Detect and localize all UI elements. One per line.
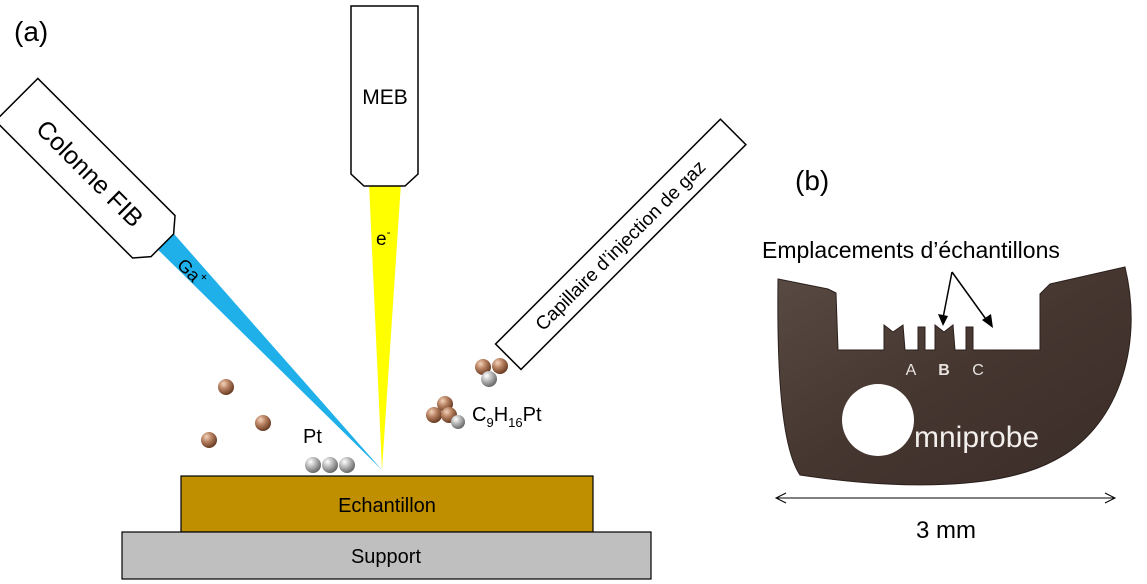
liftout-grid: A B C mniprobe <box>777 266 1132 486</box>
platinum-particle <box>322 457 338 473</box>
platinum-particle <box>339 457 355 473</box>
sample-label: Echantillon <box>338 495 436 517</box>
sem-column-label: MEB <box>362 86 408 109</box>
scale-label: 3 mm <box>916 517 976 544</box>
support-label: Support <box>351 546 421 568</box>
platinum-label: Pt <box>303 426 322 448</box>
platinum-particle <box>481 371 497 387</box>
fib-column: Colonne FIB <box>0 77 176 259</box>
slot-letter-a: A <box>906 362 917 379</box>
copper-particle <box>201 432 217 448</box>
particles <box>201 358 508 473</box>
sem-column: MEB <box>350 5 419 187</box>
copper-particle <box>492 358 508 374</box>
slot-letter-b: B <box>938 362 950 379</box>
platinum-particle <box>451 415 465 429</box>
electron-beam-label: e- <box>376 225 391 250</box>
copper-particle <box>255 415 271 431</box>
platinum-particle <box>305 457 321 473</box>
scale-bar <box>774 492 1117 504</box>
ion-beam <box>140 218 382 470</box>
copper-particle <box>475 359 491 375</box>
grid-brand-text: mniprobe <box>914 421 1039 454</box>
slot-pointer-arrows <box>938 271 993 328</box>
copper-particle <box>218 379 234 395</box>
gis-capillary: Capillaire d’injection de gaz <box>494 118 747 371</box>
grid-hole <box>842 384 914 456</box>
electron-beam <box>369 183 401 470</box>
gis-capillary-label: Capillaire d’injection de gaz <box>532 157 710 335</box>
sample-block: Echantillon <box>180 475 594 533</box>
support-block: Support <box>121 531 652 580</box>
slot-letter-c: C <box>972 362 984 379</box>
copper-particle <box>426 407 442 423</box>
panel-b-label: (b) <box>795 165 829 196</box>
panel-a-label: (a) <box>14 16 48 47</box>
slots-caption: Emplacements d’échantillons <box>762 237 1060 263</box>
precursor-label: C9H16Pt <box>472 404 542 430</box>
